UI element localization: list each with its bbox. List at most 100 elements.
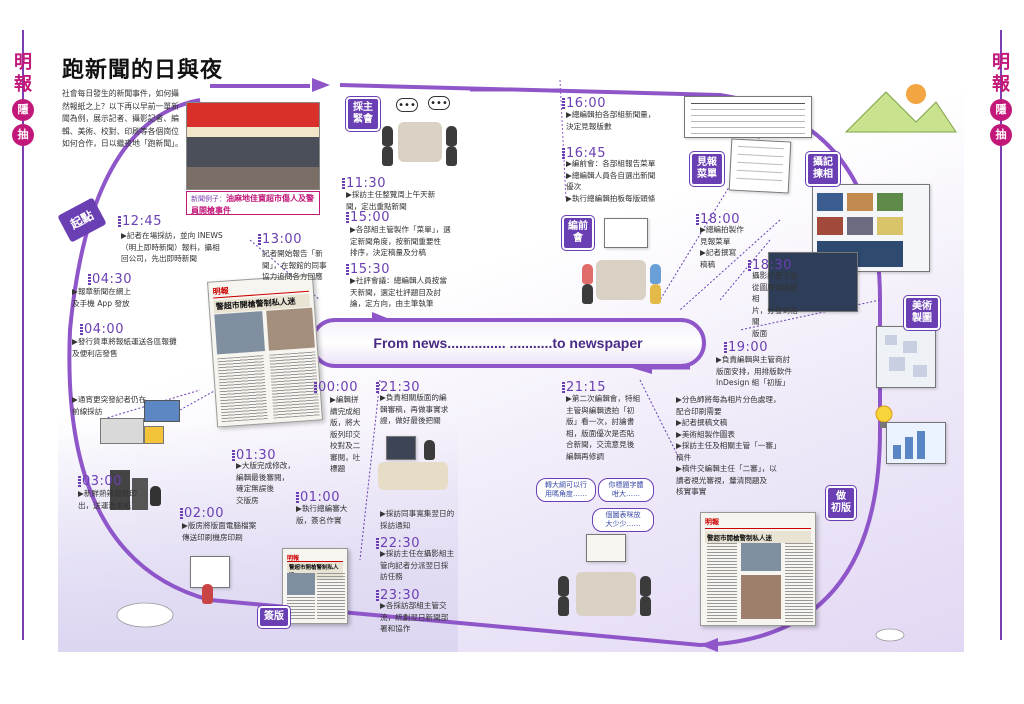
timeline-text: ▶執行總編審大版，簽名作實	[296, 503, 376, 526]
timeline-line: 管向記者分派翌日採	[380, 560, 449, 570]
timeline-line: 編輯再修調	[566, 451, 604, 461]
map-graphic	[876, 326, 936, 388]
timeline-line: ▶新鮮熱辣報紙印	[78, 489, 137, 498]
timeline-time: 16:45	[562, 146, 606, 161]
signed-newspaper: 明報 警超市開槍警制私人迷	[282, 548, 348, 624]
callout-1: 轉大綱可以行 用嗎角度……	[536, 478, 596, 502]
timeline-line: 配合印刷需要	[676, 406, 722, 416]
timeline-line: 聞」，在報館的同事	[262, 260, 327, 270]
timeline-time: 18:30	[748, 258, 792, 273]
timeline-time: 12:45	[118, 214, 162, 229]
timeline-line: ▶採訪主任在攝影組主	[380, 549, 455, 558]
timeline-line: 稿件	[676, 452, 692, 462]
timeline-line: 版面安排，用排版軟件	[716, 366, 792, 376]
badge-first-draft: 做 初版	[826, 486, 856, 520]
timeline-time: 23:30	[376, 588, 420, 603]
timeline-line: ▶發行貨車將報紙運送各區報攤	[72, 337, 177, 346]
timeline-text: ▶第二次編輯會，特組主管與編輯透拍「初版」看一次，討論書相，版面優次是否貼合新聞…	[566, 393, 678, 462]
timeline-line: 見報菜單	[700, 236, 731, 246]
timeline-text: ▶各部組主管製作「菜單」，選定新聞角度，按新聞重要性排序，決定稿量及分稿	[350, 224, 462, 259]
right-rail	[1000, 30, 1002, 640]
timeline-line: 證，做好最後把關	[380, 416, 441, 425]
timeline-line: ▶記者撰寫	[700, 248, 737, 257]
timeline-text: ▶記者在場採訪，並向 INEWS（明上即時新聞）報料，攝相回公司，先出即時新聞	[121, 230, 271, 265]
menu-sheet	[728, 138, 792, 194]
right-brand: 明 報 隱 抽	[986, 52, 1016, 146]
timeline-line: 出，送運進本紙	[78, 500, 132, 510]
timeline-text: ▶報章新聞在網上及手機 App 發放	[72, 286, 192, 309]
timeline-line: 輯審稿，再做事實求	[380, 404, 449, 414]
moon-left-illustration	[116, 545, 190, 628]
timeline-line: 前線採訪	[72, 406, 103, 416]
timeline-time: 02:00	[180, 506, 224, 521]
timeline-line: 交版房	[236, 495, 259, 505]
main-newspaper: 明報 警超市開槍警制私人迷	[207, 274, 323, 428]
timeline-text: ▶各採訪部組主管交流，統劃翌日新聞部署和協作	[380, 600, 490, 635]
timeline-time: 21:15	[562, 380, 606, 395]
editorial-meeting-scene	[566, 214, 676, 304]
timeline-line: 稿稿	[700, 259, 716, 269]
timeline-line: 片，分發到相關	[752, 305, 798, 327]
timeline-line: 排序，決定稿量及分稿	[350, 248, 426, 257]
timeline-line: ▶稿件交編輯主任「二審」，以	[676, 464, 777, 473]
photo-picker-screen	[812, 184, 930, 272]
timeline-line: 核實事實	[676, 487, 707, 496]
timeline-time: 04:00	[80, 322, 124, 337]
timeline-time: 19:00	[724, 340, 768, 355]
timeline-line: ▶通宵更突發記者仍在	[72, 395, 147, 404]
timeline-line: 定新聞角度，按新聞重要性	[350, 236, 442, 246]
timeline-line: 協力追問各方回應	[262, 272, 323, 281]
badge-menu: 見報 菜單	[690, 152, 724, 186]
timeline-line: 版面	[752, 328, 768, 338]
timeline-line: 續完成組	[330, 406, 361, 416]
timeline-line: ▶編前會：各部組報告菜單	[566, 159, 656, 168]
mountain-sun-illustration	[844, 84, 957, 133]
timeline-line: ▶負責編輯與主管商討	[716, 355, 791, 364]
timeline-line: InDesign 組「初版」	[716, 378, 790, 387]
timeline-time: 11:30	[342, 176, 386, 191]
timeline-line: ▶記者撰稿文稿	[676, 418, 728, 427]
badge-editorial-meeting: 編前 會	[562, 216, 594, 250]
timeline-line: ▶各部組主管製作「菜單」，選	[350, 225, 451, 234]
badge-art: 美術 製圖	[904, 296, 940, 330]
timeline-line: 標題	[330, 464, 346, 473]
news-photo	[186, 102, 320, 190]
timeline-text: ▶新鮮熱辣報紙印出，送運進本紙	[78, 488, 188, 511]
timeline-text: ▶採訪主任在攝影組主管向記者分派翌日採訪任務	[380, 548, 490, 583]
timeline-time: 04:30	[88, 272, 132, 287]
timeline-line: 合新聞，交流意見後	[566, 440, 635, 449]
timeline-text: ▶發行貨車將報紙運送各區報攤及便利店發售	[72, 336, 212, 359]
timeline-time: 01:30	[232, 448, 276, 463]
timeline-line: ▶報章新聞在網上	[72, 287, 131, 296]
timeline-line: ▶負責相關版面的編	[380, 393, 447, 402]
timeline-line: ▶執行總編審大	[296, 504, 348, 513]
timeline-text: 記者開始報告「新聞」，在報館的同事協力追問各方回應	[262, 248, 346, 283]
meeting-scene: ••• •••	[370, 96, 470, 176]
timeline-time: 00:00	[314, 380, 358, 395]
timeline-time: 22:30	[376, 536, 420, 551]
timeline-line: 版，將大	[330, 418, 361, 427]
timeline-line: 採訪通知	[380, 520, 411, 530]
timeline-text: ▶總編輯拍各部組新聞量，決定見報版數	[566, 109, 676, 132]
timeline-time: 03:00	[78, 474, 122, 489]
timeline-line: 版」看一次，討論書	[566, 417, 635, 426]
badge-morning-meeting: 採主 緊會	[346, 97, 380, 131]
chart-monitor	[886, 422, 946, 464]
moon-right-illustration	[875, 560, 950, 642]
reader-scene	[180, 548, 250, 608]
timeline-line: 版，簽名作實	[296, 515, 342, 525]
timeline-line: （明上即時新聞）報料，攝相	[121, 242, 220, 252]
timeline-line: 從圖庫選挑選相	[752, 282, 798, 304]
timeline-line: 及手機 App 發放	[72, 298, 130, 308]
timeline-text: ▶採訪同事寬集翌日的採訪通知	[380, 508, 484, 531]
timeline-time: 01:00	[296, 490, 340, 505]
timeline-line: 天新聞，選定社評題目及討	[350, 287, 442, 297]
timeline-line: 審閱，吐	[330, 452, 361, 462]
timeline-line: 傳送印刷機房印刷	[182, 532, 243, 542]
timeline-line: 主管與編輯透拍「初	[566, 405, 635, 415]
timeline-time: 16:00	[562, 96, 606, 111]
timeline-text: ▶負責相關版面的編輯審稿，再做事實求證，做好最後把關	[380, 392, 490, 427]
timeline-line: 流，統劃翌日新聞部	[380, 612, 449, 622]
timeline-line: 優次	[566, 182, 582, 191]
